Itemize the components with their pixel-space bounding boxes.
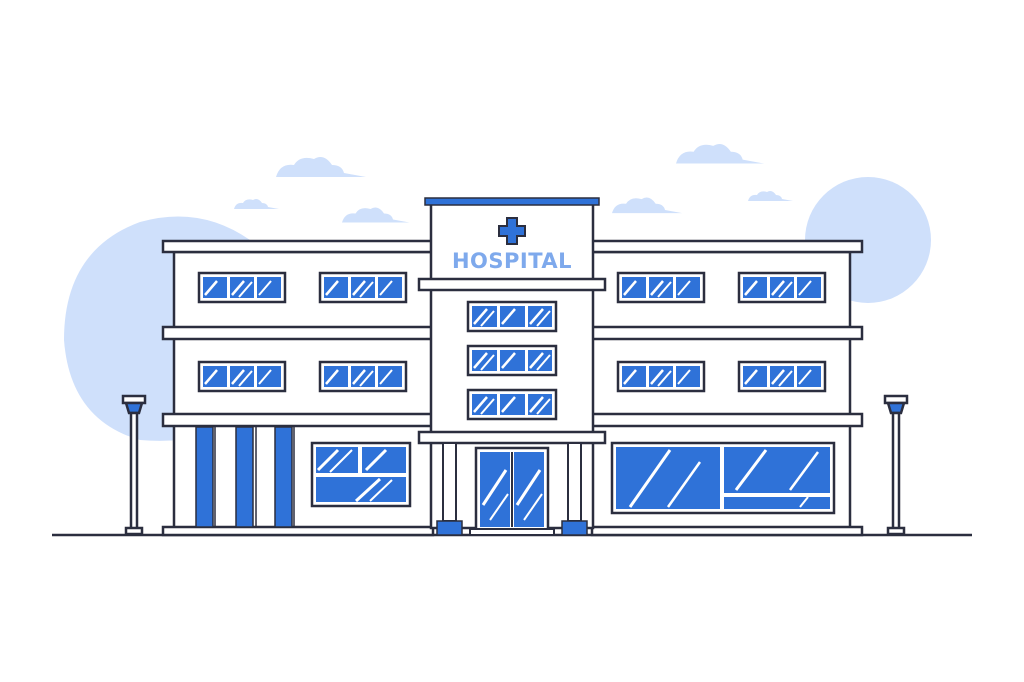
window: [197, 271, 287, 304]
left-wing: [161, 239, 435, 537]
window: [737, 360, 827, 393]
entrance-door: [469, 446, 555, 536]
cloud-icon: [234, 199, 279, 209]
medical-cross-icon: [498, 217, 526, 245]
cloud-icon: [676, 143, 765, 164]
window: [466, 300, 558, 333]
sign-text: HOSPITAL: [452, 249, 572, 273]
cloud-icon: [748, 191, 793, 201]
window: [616, 271, 706, 304]
blue-columns: [195, 426, 295, 528]
street-lamp-icon: [883, 394, 909, 536]
street-lamp-icon: [121, 394, 147, 536]
window: [197, 360, 287, 393]
window: [318, 271, 408, 304]
hospital-sign: HOSPITAL: [452, 217, 572, 273]
cloud-icon: [612, 197, 683, 214]
window: [737, 271, 827, 304]
storefront-window: [310, 441, 412, 508]
window: [466, 388, 558, 421]
center-tower: HOSPITAL: [417, 197, 607, 536]
entrance-pillars: [436, 442, 588, 536]
cloud-icon: [276, 157, 366, 177]
cloud-icon: [342, 207, 410, 223]
right-wing: [590, 239, 864, 537]
storefront-window: [610, 441, 836, 515]
window: [318, 360, 408, 393]
window: [616, 360, 706, 393]
window: [466, 344, 558, 377]
